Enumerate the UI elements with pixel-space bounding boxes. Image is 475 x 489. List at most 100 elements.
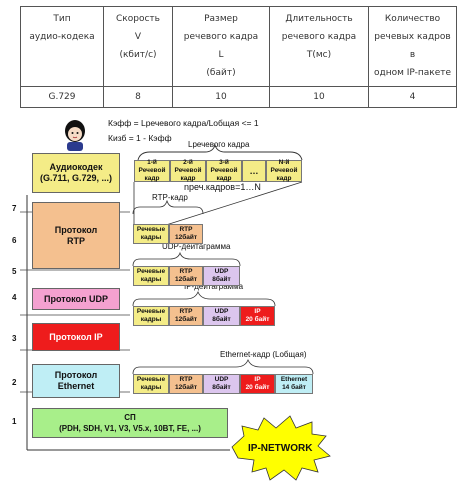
speech-frame-ellipsis: … [242,160,266,182]
header-line: (кбит/с) [119,50,157,60]
frame-line: N-й [278,159,290,166]
header-line: одном IP-пакете [373,68,452,78]
seg-line: 14 байт [282,384,306,391]
seg-line: 8байт [212,316,231,323]
seg-line: 8байт [212,384,231,391]
ip-title: Протокол IP [49,331,103,342]
level-6: 6 [12,236,17,245]
frame-line: 1-й [147,159,157,166]
ethernet-name: Ethernet [57,381,95,391]
header-line: речевого кадра [183,32,259,42]
level-1: 1 [12,417,17,426]
table-row: G.729 8 10 10 4 [20,86,457,108]
header-line: Длительность [285,14,353,24]
seg-line: кадры [140,234,162,241]
frame-line: Речевой [270,167,298,174]
seg-line: кадры [140,384,162,391]
header-line: Размер [204,14,238,24]
frame-line: Речевой [174,167,202,174]
seg-line: 20 байт [245,316,270,323]
udp-title: Протокол UDP [44,293,108,304]
seg-line: IP [254,376,261,383]
seg-line: RTP [179,226,193,233]
codec-parameters-table: Тип аудио-кодека Скорость V (кбит/с) Раз… [20,6,457,108]
level-7: 7 [12,204,17,213]
header-line: (байт) [206,68,236,78]
ethernet-title: Протокол [54,370,98,380]
seg-line: 8байт [212,276,231,283]
ip-datagram-label: IP-дейтаграмма [184,282,244,291]
sp-box: СП (PDH, SDH, V1, V3, V5.x, 10BT, FE, ...… [32,408,228,438]
ethernet-frame-label: Ethernet-кадр (Lобщая) [220,350,307,359]
header-line: Тип [53,14,71,24]
header-line: Скорость [116,14,160,24]
frame-line: кадр [276,175,292,182]
frame-line: кадр [144,175,160,182]
level-5: 5 [12,267,17,276]
seg-line: 12байт [174,316,198,323]
frame-line: Речевой [138,167,166,174]
header-line: Количество [384,14,441,24]
frame-line: кадр [180,175,196,182]
seg-line: UDP [214,376,229,383]
header-frames-per-packet: Количество речевых кадров в одном IP-пак… [368,6,457,87]
seg-line: 12байт [174,384,198,391]
ellipsis-text: … [249,166,259,176]
seg-line: Ethernet [280,376,308,383]
ip-network-label: IP-NETWORK [248,443,313,454]
level-3: 3 [12,334,17,343]
rtp-name: RTP [67,235,85,246]
cell-frames-per-packet: 4 [368,86,457,108]
seg-line: Речевые [136,376,166,383]
codec-box: Аудиокодек(G.711, G.729, ...) [32,153,120,193]
udp-datagram-label: UDP-дейтаграмма [162,242,231,251]
seg-line: RTP [179,376,193,383]
frame-line: 3-й [219,159,229,166]
speech-frame-length-label: Lречевого кадра [188,140,250,149]
sp-title: СП [124,413,136,422]
cell-frame-size: 10 [172,86,270,108]
level-2: 2 [12,378,17,387]
header-line: L [218,50,224,60]
kizb-formula: Кизб = 1 - Кэфф [108,133,172,143]
rtp-frame-label: RTP-кадр [152,193,188,202]
keff-formula: Кэфф = Lречевого кадра/Lобщая <= 1 [108,118,259,128]
header-line: V [134,32,142,42]
seg-line: RTP [179,308,193,315]
seg-line: RTP [179,268,193,275]
header-line: речевого кадра [281,32,357,42]
seg-line: UDP [214,308,229,315]
seg-line: IP [254,308,261,315]
seg-line: 20 байт [245,384,270,391]
ip-protocol-box: Протокол IP [32,323,120,351]
codec-title: Аудиокодек [49,162,103,172]
sp-list: (PDH, SDH, V1, V3, V5.x, 10BT, FE, ...) [59,424,201,433]
seg-line: Речевые [136,268,166,275]
frames-count-label: nреч.кадров=1…N [184,182,261,192]
seg-line: 12байт [174,276,198,283]
frame-line: кадр [216,175,232,182]
codec-list: (G.711, G.729, ...) [39,173,113,183]
person-icon [65,120,85,151]
frame-line: Речевой [210,167,238,174]
rtp-title: Протокол [54,224,98,235]
header-codec-type: Тип аудио-кодека [20,6,104,87]
